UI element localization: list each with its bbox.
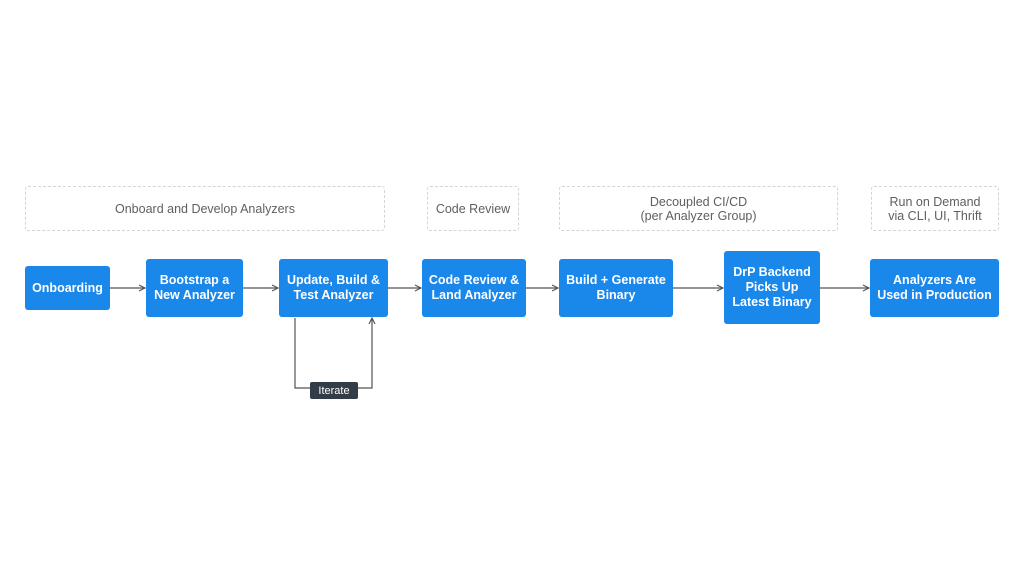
step-onboarding: Onboarding (25, 266, 110, 310)
iterate-loop-arrow (294, 318, 372, 389)
step-build-generate-binary: Build + Generate Binary (559, 259, 673, 317)
phase-onboard-develop: Onboard and Develop Analyzers (25, 186, 385, 231)
step-used-in-production: Analyzers Are Used in Production (870, 259, 999, 317)
step-bootstrap-analyzer: Bootstrap a New Analyzer (146, 259, 243, 317)
phase-run-on-demand: Run on Demand via CLI, UI, Thrift (871, 186, 999, 231)
step-update-build-test: Update, Build & Test Analyzer (279, 259, 388, 317)
phase-decoupled-cicd: Decoupled CI/CD (per Analyzer Group) (559, 186, 838, 231)
step-drp-backend: DrP Backend Picks Up Latest Binary (724, 251, 820, 324)
iterate-label: Iterate (310, 382, 358, 399)
step-code-review-land: Code Review & Land Analyzer (422, 259, 526, 317)
phase-code-review: Code Review (427, 186, 519, 231)
